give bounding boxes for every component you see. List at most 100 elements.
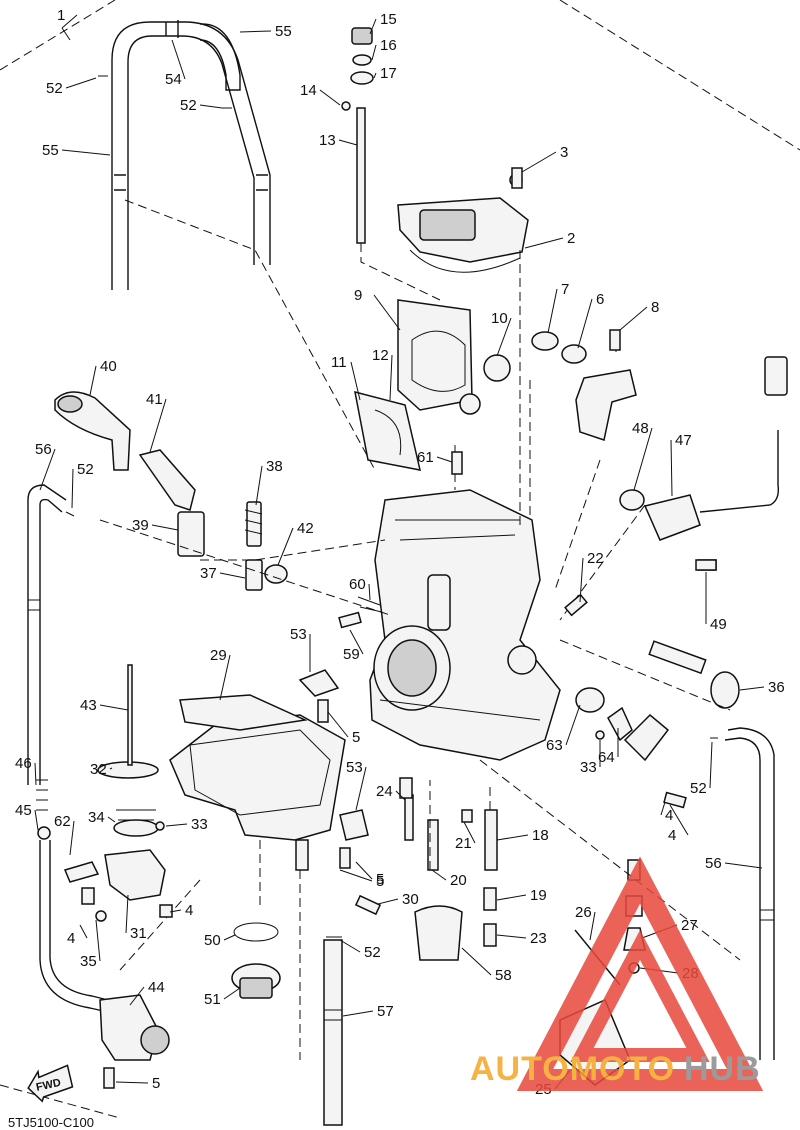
callout-leader (373, 72, 377, 79)
callout-44: 44 (148, 979, 165, 996)
callout-20: 20 (450, 872, 467, 889)
callout-50: 50 (204, 932, 221, 949)
callout-17: 17 (380, 65, 397, 82)
callout-leader (219, 572, 246, 579)
callout-leader (739, 686, 765, 691)
callout-10: 10 (491, 310, 508, 327)
callout-51: 51 (204, 991, 221, 1008)
callout-leader (463, 821, 476, 844)
needle-clip-parts (341, 27, 374, 111)
callout-13: 13 (319, 132, 336, 149)
watermark-triangle-icon (516, 856, 764, 1091)
callout-leader (436, 456, 453, 463)
diagram-code: 5TJ5100-C100 (8, 1115, 94, 1130)
callout-46: 46 (15, 755, 32, 772)
callout-leader (395, 790, 406, 801)
callout-21: 21 (455, 835, 472, 852)
callout-52: 52 (364, 944, 381, 961)
callout-leader (496, 934, 527, 939)
callout-leader (355, 766, 367, 811)
callout-39: 39 (132, 517, 149, 534)
callout-leader (369, 18, 377, 35)
accelerator-pump (575, 687, 670, 762)
callout-leader (125, 894, 129, 934)
callout-9: 9 (354, 287, 362, 304)
callout-31: 31 (130, 925, 147, 942)
callout-52: 52 (46, 80, 63, 97)
callout-leader (107, 816, 116, 823)
callout-2: 2 (567, 230, 575, 247)
callout-5: 5 (352, 729, 360, 746)
callout-55: 55 (275, 23, 292, 40)
callout-63: 63 (546, 737, 563, 754)
callout-leader (342, 1010, 374, 1017)
overflow-hose (323, 939, 343, 1126)
callout-30: 30 (402, 891, 419, 908)
drain-hose-left (27, 484, 67, 785)
callout-leader (149, 398, 167, 453)
callout-leader (619, 306, 648, 331)
callout-leader (69, 820, 75, 856)
callout-38: 38 (266, 458, 283, 475)
callout-leader (368, 583, 371, 601)
callout-49: 49 (710, 616, 727, 633)
callout-leader (389, 354, 393, 401)
callout-56: 56 (35, 441, 52, 458)
callout-leader (339, 869, 373, 882)
callout-5: 5 (376, 873, 384, 890)
callout-leader (377, 898, 399, 905)
throttle-position-sensor (619, 356, 788, 571)
callout-leader (165, 823, 188, 827)
callout-52: 52 (77, 461, 94, 478)
callout-35: 35 (80, 953, 97, 970)
watermark-text-orange: AUTOMOTO (470, 1050, 675, 1088)
callout-5: 5 (376, 871, 384, 888)
callout-leader (95, 919, 101, 962)
callout-leader (34, 762, 37, 786)
starter-plunger (54, 391, 288, 591)
callout-leader (589, 911, 596, 941)
watermark-inner-triangle-icon (570, 929, 710, 1062)
callout-leader (724, 862, 763, 869)
watermark-text-gray: HUB (684, 1050, 761, 1088)
callout-52: 52 (690, 780, 707, 797)
callout-62: 62 (54, 813, 71, 830)
callout-leader (524, 237, 564, 249)
callout-leader (496, 894, 527, 901)
callout-53: 53 (290, 626, 307, 643)
callout-leader (547, 288, 558, 334)
callout-leader (223, 934, 236, 941)
callout-33: 33 (580, 759, 597, 776)
callout-32: 32 (90, 761, 107, 778)
callout-leader (89, 365, 97, 396)
callout-leader (349, 629, 364, 655)
throttle-lever-parts (531, 331, 637, 441)
callout-leader (239, 30, 272, 33)
callout-1: 1 (57, 7, 65, 24)
fwd-label: FWD (35, 1077, 62, 1094)
callout-45: 45 (15, 802, 32, 819)
callout-41: 41 (146, 391, 163, 408)
callout-12: 12 (372, 347, 389, 364)
seals-and-small-parts (36, 75, 718, 999)
callout-5: 5 (152, 1075, 160, 1092)
callout-leader (579, 557, 584, 603)
callout-37: 37 (200, 565, 217, 582)
callout-42: 42 (297, 520, 314, 537)
callout-54: 54 (165, 71, 182, 88)
callout-leader (431, 869, 447, 881)
callout-64: 64 (598, 749, 615, 766)
callout-leader (350, 361, 361, 401)
callout-4: 4 (67, 930, 75, 947)
callout-8: 8 (651, 299, 659, 316)
callout-29: 29 (210, 647, 227, 664)
watermark: AUTOMOTO HUB (470, 856, 764, 1091)
callout-47: 47 (675, 432, 692, 449)
callout-leader (461, 947, 492, 976)
callout-leader (79, 924, 88, 939)
callout-33: 33 (191, 816, 208, 833)
float (63, 664, 166, 901)
